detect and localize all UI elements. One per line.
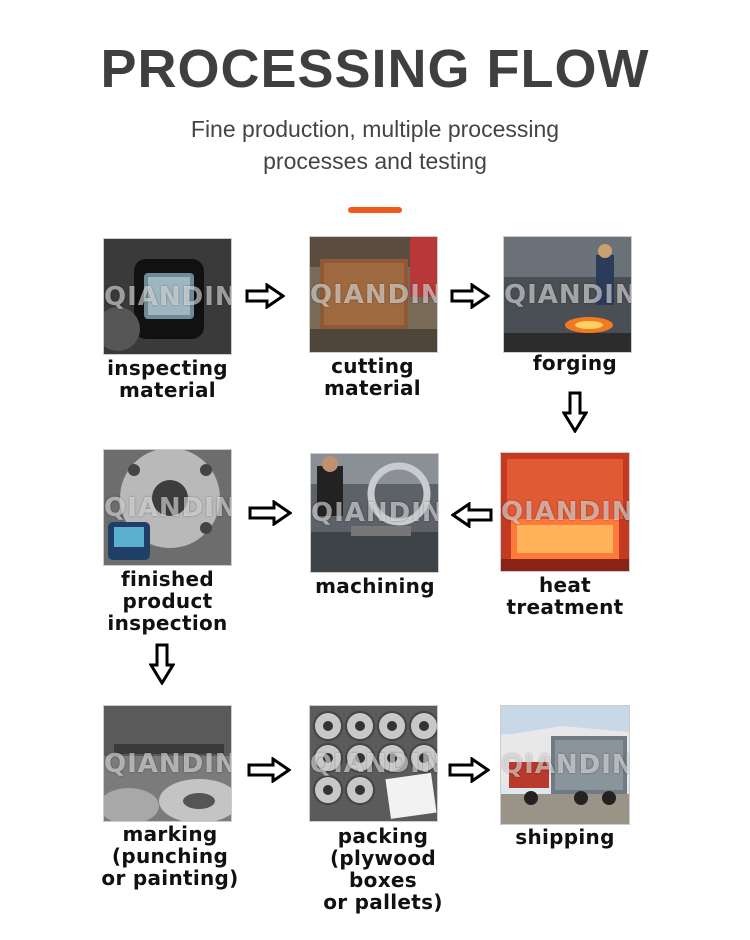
page-subtitle: Fine production, multiple processing pro… [150,113,600,177]
label-shipping: shipping [490,826,640,848]
arrow-right-icon [248,500,292,526]
subtitle-line-2: processes and testing [263,148,487,174]
label-cutting-material: cutting material [300,355,445,399]
label-line: product [122,589,213,613]
photo-cutting-material: QIANDING [309,236,438,353]
label-marking: marking (punching or painting) [95,823,245,889]
watermark: QIANDING [104,748,231,779]
photo-forging: QIANDING [503,236,632,353]
label-line: or painting) [101,866,239,890]
label-forging: forging [495,352,655,374]
label-line: shipping [515,825,615,849]
label-line: (plywood boxes [329,846,437,892]
watermark: QIANDING [311,498,438,528]
photo-packing: QIANDING [309,705,438,822]
photo-inspecting-material: QIANDING [103,238,232,355]
photo-machining: QIANDING [310,453,439,573]
subtitle-line-1: Fine production, multiple processing [190,116,560,142]
label-line: finished [120,567,215,591]
page-title: PROCESSING FLOW [100,39,650,99]
watermark: QIANDING [104,281,231,312]
photo-shipping: QIANDING [500,705,630,825]
label-line: cutting [331,354,414,378]
label-heat-treatment: heat treatment [490,574,640,618]
label-line: material [324,376,421,400]
label-packing: packing (plywood boxes or pallets) [293,825,473,913]
watermark: QIANDING [504,279,631,310]
arrow-left-icon [451,502,493,528]
label-line: treatment [506,595,624,619]
watermark: QIANDING [310,748,437,779]
arrow-right-icon [448,757,490,783]
arrow-right-icon [450,283,490,309]
arrow-down-icon [149,643,175,685]
watermark: QIANDING [104,492,231,523]
label-line: packing [337,824,429,848]
arrow-down-icon [562,391,588,433]
label-line: marking [122,822,218,846]
label-line: inspection [107,611,228,635]
label-machining: machining [300,575,450,597]
watermark: QIANDING [501,750,629,780]
photo-marking: QIANDING [103,705,232,822]
label-inspecting-material: inspecting material [95,357,240,401]
label-line: material [119,378,216,402]
label-line: forging [532,351,618,375]
label-line: or pallets) [323,890,443,914]
accent-bar [348,207,402,213]
watermark: QIANDING [310,279,437,310]
arrow-right-icon [245,283,285,309]
photo-heat-treatment: QIANDING [500,452,630,572]
label-line: machining [315,574,435,598]
label-line: (punching [111,844,229,868]
watermark: QIANDING [501,497,629,527]
label-finished-product-inspection: finished product inspection [95,568,240,634]
label-line: inspecting [107,356,228,380]
arrow-right-icon [247,757,291,783]
label-line: heat [538,573,592,597]
photo-finished-product-inspection: QIANDING [103,449,232,566]
